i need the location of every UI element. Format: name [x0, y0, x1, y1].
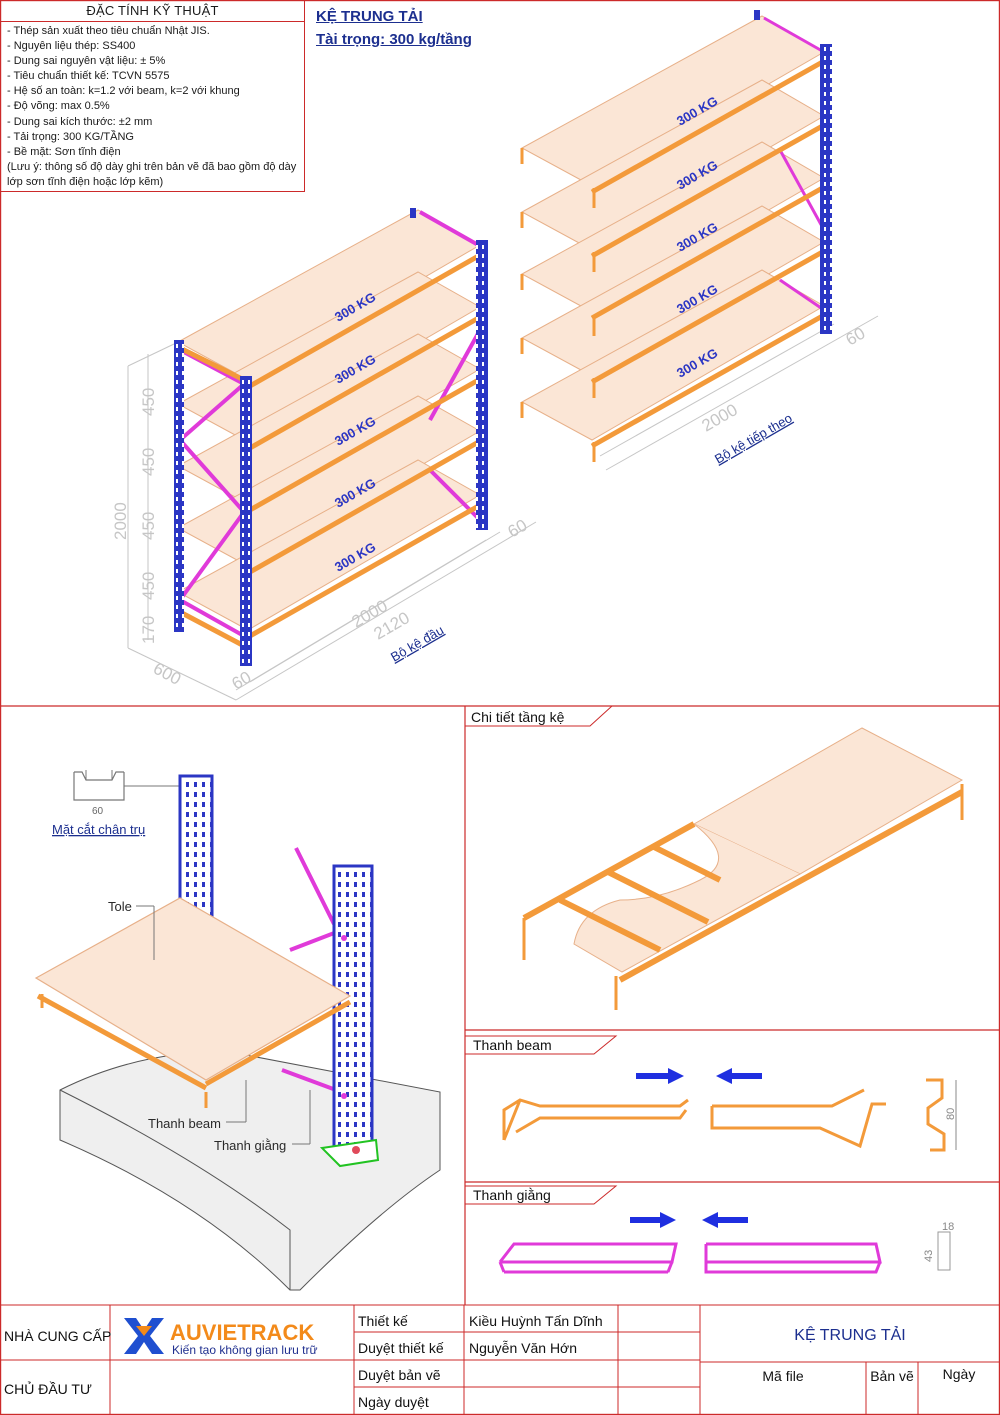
row-value-review: Nguyễn Văn Hớn: [469, 1340, 577, 1356]
brace-panel-drawing: Thanh giằng 18 43: [465, 1185, 954, 1274]
next-unit-end-clips: [520, 148, 596, 462]
spec-list: - Thép sản xuất theo tiêu chuẩn Nhật JIS…: [1, 24, 304, 190]
spec-heading: ĐẶC TÍNH KỸ THUẬT: [1, 1, 304, 22]
spec-item: - Độ võng: max 0.5%: [7, 100, 110, 113]
brand-slogan: Kiến tạo không gian lưu trữ: [172, 1343, 318, 1357]
row-label-review: Duyệt thiết kế: [358, 1340, 444, 1356]
sheet-label: Bản vẽ: [870, 1368, 914, 1384]
first-unit-dimensions: [127, 343, 537, 701]
post-section-label: Mặt cắt chân trụ: [52, 822, 145, 837]
post-detail-drawing: 60 Mặt cắt chân trụ: [34, 770, 441, 1291]
first-unit-drawing: 300 KG 300 KG 300 KG 300 KG 300 KG 2000 …: [111, 208, 537, 701]
dim-post: 60: [229, 668, 255, 694]
spec-item: - Tiêu chuẩn thiết kế: TCVN 5575: [7, 70, 170, 83]
brace-arrows: [630, 1212, 748, 1228]
file-code-label: Mã file: [762, 1368, 803, 1384]
next-unit-boards: [520, 15, 825, 441]
beam-panel-drawing: Thanh beam 80: [465, 1035, 957, 1152]
dim-level-4: 450: [139, 572, 158, 600]
product-load: Tài trọng: 300 kg/tầng: [316, 31, 472, 48]
supplier-label: NHÀ CUNG CẤP: [4, 1328, 111, 1344]
brace-width-label: 18: [942, 1221, 954, 1233]
spec-item: - Bề mặt: Sơn tĩnh điện: [7, 145, 121, 158]
next-unit-drawing: 300 KG 300 KG 300 KG 300 KG 300 KG 2000 …: [520, 10, 879, 471]
brand-name: AUVIETRACK: [170, 1320, 314, 1345]
spec-item: - Hệ số an toàn: k=1.2 với beam, k=2 với…: [7, 85, 240, 98]
spec-item: - Tải trọng: 300 KG/TẦNG: [7, 130, 134, 143]
beam-arrows: [636, 1068, 762, 1084]
first-unit-beams: [178, 251, 484, 651]
dim-end: 60: [505, 516, 531, 542]
auvietrack-logo: AUVIETRACK Kiến tạo không gian lưu trữ: [124, 1318, 318, 1357]
row-label-drawing-approval: Duyệt bản vẽ: [358, 1367, 441, 1383]
dim-level-2: 450: [139, 448, 158, 476]
dim-level-5: 170: [139, 616, 158, 644]
drawing-title: KỆ TRUNG TẢI: [794, 1325, 905, 1344]
dim-level-1: 450: [139, 388, 158, 416]
brace-height-label: 43: [923, 1250, 935, 1262]
product-title: KỆ TRUNG TẢI: [316, 8, 423, 25]
next-dim-end: 60: [843, 324, 869, 350]
beam-label: Thanh beam: [148, 1116, 221, 1131]
beam-panel-title: Thanh beam: [473, 1037, 552, 1053]
dim-height: 2000: [111, 502, 130, 540]
dim-level-3: 450: [139, 512, 158, 540]
brace-panel-title: Thanh giằng: [473, 1187, 551, 1203]
dim-depth: 600: [150, 659, 184, 689]
next-unit-uprights: [754, 10, 832, 334]
spec-panel: ĐẶC TÍNH KỸ THUẬT - Thép sản xuất theo t…: [0, 0, 305, 192]
date-label: Ngày: [943, 1366, 976, 1382]
first-unit-uprights: [174, 208, 488, 666]
section-width-label: 60: [92, 806, 104, 817]
next-unit-braces: [763, 16, 826, 312]
spec-item: - Nguyên liệu thép: SS400: [7, 40, 136, 53]
next-unit-dimensions: [599, 315, 879, 471]
investor-label: CHỦ ĐẦU TƯ: [4, 1380, 92, 1397]
spec-item: - Dung sai nguyên vật liệu: ± 5%: [7, 55, 166, 68]
spec-item: - Thép sản xuất theo tiêu chuẩn Nhật JIS…: [7, 25, 210, 37]
shelf-detail-drawing: Chi tiết tầng kệ: [465, 705, 964, 1010]
row-label-design: Thiết kế: [358, 1313, 408, 1329]
beam-height-label: 80: [945, 1108, 957, 1120]
spec-note: (Lưu ý: thông số độ dày ghi trên bản vẽ …: [7, 160, 297, 188]
shelf-detail-title: Chi tiết tầng kệ: [471, 709, 565, 725]
row-value-design: Kiều Huỳnh Tấn Dĩnh: [469, 1313, 603, 1329]
next-unit-beams: [590, 57, 828, 449]
title-block-grid: [0, 1304, 1000, 1415]
spec-item: - Dung sai kích thước: ±2 mm: [7, 115, 153, 128]
brace-label: Thanh giằng: [214, 1138, 286, 1153]
first-unit-boards: [176, 209, 482, 631]
tole-label: Tole: [108, 899, 132, 914]
row-label-approval-date: Ngày duyệt: [358, 1394, 429, 1410]
